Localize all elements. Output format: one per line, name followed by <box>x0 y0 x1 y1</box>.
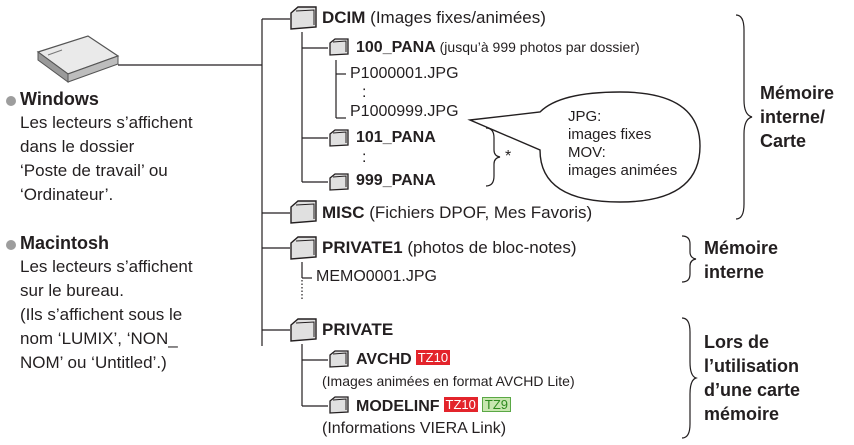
mac-text-line: sur le bureau. <box>20 281 124 300</box>
file-first: P1000001.JPG <box>350 65 459 82</box>
folder-dcim: DCIM (Images fixes/animées) <box>322 8 546 27</box>
tz10-badge: TZ10 <box>443 397 478 412</box>
mac-text-line: nom ‘LUMIX’, ‘NON_ <box>20 329 178 348</box>
tz10-badge: TZ10 <box>415 350 451 365</box>
label-cardonly: mémoire <box>704 404 780 424</box>
avchd-description: (Images animées en format AVCHD Lite) <box>322 373 575 389</box>
folder-icon <box>329 129 349 147</box>
folder-icon <box>290 6 317 30</box>
label-memcard: Carte <box>760 131 807 151</box>
folder-icon <box>290 236 317 260</box>
label-cardonly: Lors de <box>704 332 770 352</box>
asterisk-note: * <box>505 148 512 165</box>
label-memcard: interne/ <box>760 107 826 127</box>
windows-text-line: dans le dossier <box>20 137 135 156</box>
file-memo: MEMO0001.JPG <box>316 268 437 285</box>
folder-private: PRIVATE <box>322 320 394 339</box>
label-cardonly: d’une carte <box>704 380 801 400</box>
folder-icon <box>290 200 317 224</box>
bullet-icon <box>6 96 16 106</box>
mac-text-line: NOM’ ou ‘Untitled’.) <box>20 353 167 372</box>
windows-text-line: ‘Poste de travail’ ou <box>20 161 168 180</box>
tz9-badge: TZ9 <box>481 397 512 412</box>
windows-heading: Windows <box>20 89 99 109</box>
bubble-line: images fixes <box>568 126 652 143</box>
bubble-line: MOV: <box>568 144 606 161</box>
folder-100-pana: 100_PANA (jusqu’à 999 photos par dossier… <box>356 39 640 56</box>
modelinf-description: (Informations VIERA Link) <box>322 420 507 437</box>
mac-text-line: Les lecteurs s’affichent <box>20 257 193 276</box>
folder-icon <box>290 318 317 342</box>
folder-private1: PRIVATE1 (photos de bloc-notes) <box>322 238 577 257</box>
macintosh-heading: Macintosh <box>20 233 110 253</box>
drive-icon <box>36 35 120 83</box>
folder-icon <box>329 38 349 56</box>
bullet-icon <box>6 240 16 250</box>
bubble-line: JPG: <box>568 108 602 125</box>
label-internal: Mémoire <box>704 238 779 258</box>
ellipsis-dots: : <box>362 149 367 166</box>
folder-icon <box>329 396 349 414</box>
label-internal: interne <box>704 262 765 282</box>
label-memcard: Mémoire <box>760 83 835 103</box>
label-cardonly: l’utilisation <box>704 356 800 376</box>
file-last: P1000999.JPG <box>350 103 459 120</box>
mac-text-line: (Ils s’affichent sous le <box>20 305 183 324</box>
folder-icon <box>329 350 349 368</box>
folder-999-pana: 999_PANA <box>356 172 436 189</box>
folder-misc: MISC (Fichiers DPOF, Mes Favoris) <box>322 203 593 222</box>
folder-icon <box>329 173 349 191</box>
folder-101-pana: 101_PANA <box>356 129 436 146</box>
windows-text-line: Les lecteurs s’affichent <box>20 113 193 132</box>
bubble-line: images animées <box>568 162 678 179</box>
windows-text-line: ‘Ordinateur’. <box>20 185 114 204</box>
ellipsis-dots: : <box>362 84 367 101</box>
